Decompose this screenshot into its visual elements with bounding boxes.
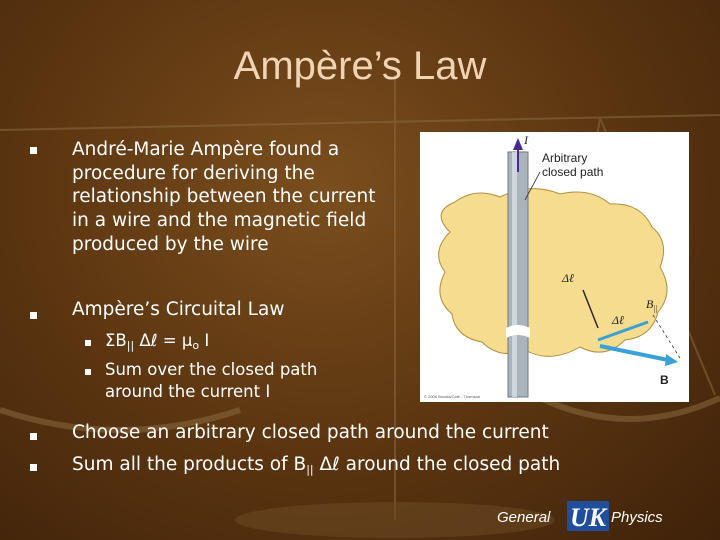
bullet-item: Choose an arbitrary closed path around t… <box>72 421 712 445</box>
bullet-item: André-Marie Ampère found a procedure for… <box>72 138 392 257</box>
bullet-text: Choose an arbitrary closed path around t… <box>72 422 549 443</box>
sub-bullet-marker <box>85 369 91 375</box>
bullet-item: Sum all the products of B|| Δℓ around th… <box>72 453 712 482</box>
current-label: I <box>523 133 529 147</box>
closed-path-region <box>438 188 668 357</box>
bullet-text: André-Marie Ampère found a procedure for… <box>72 139 376 255</box>
current-arrow-icon <box>513 138 523 150</box>
path-element-label: Δℓ <box>561 271 574 285</box>
bullet-marker <box>30 464 37 471</box>
sub-bullet-text: Sum over the closed path around the curr… <box>105 360 318 401</box>
sub-bullet-marker <box>85 340 91 346</box>
dl-vector <box>597 320 649 342</box>
bullet-marker <box>30 147 37 154</box>
slide-title: Ampère’s Law <box>233 44 487 88</box>
figure-copyright: © 2006 Brooks/Cole - Thomson <box>424 394 480 399</box>
b-vector-arrow-icon <box>665 354 678 366</box>
wire <box>507 151 529 398</box>
b-vector <box>599 344 669 362</box>
ampere-law-formula: ΣB|| Δℓ = μo I <box>105 331 210 352</box>
bullet-text: Ampère’s Circuital Law <box>72 299 285 320</box>
bullet-item: Ampère’s Circuital Law <box>72 298 392 322</box>
footer-logo: General UK Physics <box>497 501 697 534</box>
svg-text:UK: UK <box>570 503 608 531</box>
bullet-text: Sum all the products of B|| Δℓ around th… <box>72 454 561 476</box>
arbitrary-label: Arbitrary <box>542 151 587 165</box>
footer-physics: Physics <box>611 509 663 526</box>
dl-vector-label: Δℓ <box>611 313 624 327</box>
b-field-label: B <box>660 373 669 387</box>
b-parallel-label: B|| <box>646 297 658 313</box>
ampere-law-figure: I Arbitrary closed path Δℓ Δℓ B|| B © 20… <box>420 132 689 402</box>
footer-general: General <box>497 509 551 526</box>
bullet-marker <box>30 433 37 440</box>
closed-path-label: closed path <box>542 165 603 179</box>
uk-logo-icon: UK <box>567 501 609 531</box>
sub-bullet-item: Sum over the closed path around the curr… <box>105 359 365 402</box>
bullet-marker <box>30 312 37 319</box>
sub-bullet-item: ΣB|| Δℓ = μo I <box>105 330 385 357</box>
